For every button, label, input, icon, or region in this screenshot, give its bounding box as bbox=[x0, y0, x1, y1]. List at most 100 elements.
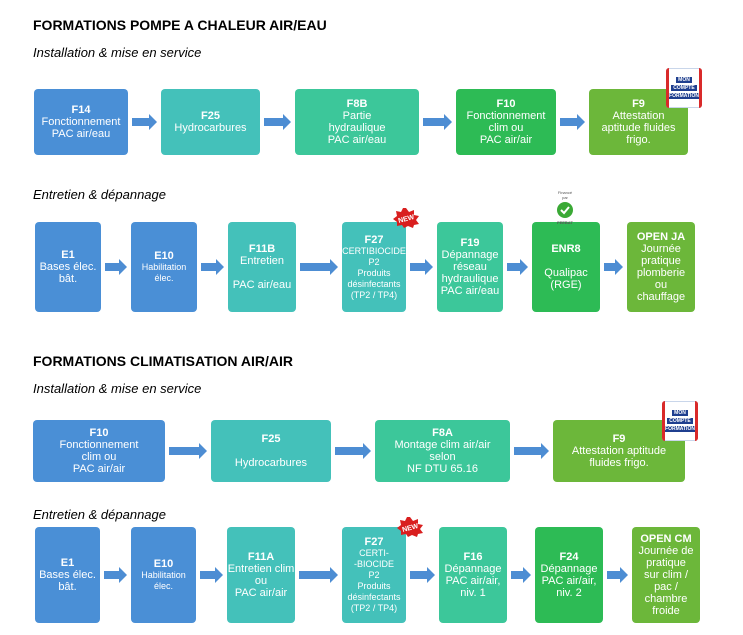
flow-arrow-icon bbox=[410, 259, 433, 275]
course-code: F27 bbox=[364, 536, 384, 548]
badge-text: MON bbox=[676, 77, 692, 83]
flow-arrow-icon bbox=[511, 567, 531, 583]
subtitle-pac-entretien: Entretien & dépannage bbox=[33, 187, 166, 202]
course-description-line: froide bbox=[652, 605, 680, 617]
course-code: F8B bbox=[346, 98, 368, 110]
flow-arrow-icon bbox=[299, 567, 338, 583]
course-description-line: clim ou bbox=[81, 451, 117, 463]
course-description-line: désinfectants bbox=[347, 592, 401, 602]
course-description-line: PAC air/air bbox=[234, 587, 288, 599]
course-description-line: clim ou bbox=[488, 122, 524, 134]
course-description-line: Attestation bbox=[612, 110, 665, 122]
course-description-line: Fonctionnement bbox=[466, 110, 546, 122]
course-description-line: hydraulique bbox=[328, 122, 386, 134]
badge-text: FORMATION bbox=[667, 93, 701, 99]
badge-text: COMPTE bbox=[667, 418, 693, 424]
course-description-line: hydraulique bbox=[441, 273, 499, 285]
course-box-enr8[interactable]: ENR8 Qualipac(RGE) bbox=[532, 222, 600, 312]
course-description-line: plomberie bbox=[636, 267, 686, 279]
course-code: OPEN CM bbox=[640, 533, 692, 545]
new-badge-text: NEW bbox=[402, 523, 420, 534]
course-description-line: selon bbox=[429, 451, 456, 463]
flow-arrow-icon bbox=[335, 443, 371, 459]
section-title-pac: FORMATIONS POMPE A CHALEUR AIR/EAU bbox=[33, 17, 327, 33]
course-description-line: réseau bbox=[453, 261, 487, 273]
course-description-line: Montage clim air/air bbox=[394, 439, 491, 451]
course-code: F8A bbox=[432, 427, 453, 439]
course-description-line: Hydrocarbures bbox=[174, 122, 247, 134]
course-description-line: Hydrocarbures bbox=[234, 457, 308, 469]
course-description-line: ou bbox=[254, 575, 268, 587]
course-code: E10 bbox=[153, 558, 174, 570]
course-description-line: (RGE) bbox=[550, 279, 582, 291]
course-description-line: frigo. bbox=[626, 134, 651, 146]
subtitle-clim-entretien: Entretien & dépannage bbox=[33, 507, 166, 522]
course-code: F25 bbox=[201, 110, 220, 122]
course-description-line: Journée bbox=[641, 243, 681, 255]
course-description-line: ou bbox=[654, 279, 668, 291]
course-description-line: Dépannage bbox=[444, 563, 502, 575]
course-description-line bbox=[564, 255, 567, 267]
course-code: E1 bbox=[61, 249, 75, 261]
feebat-text: FEEBAT bbox=[557, 220, 573, 225]
check-icon bbox=[557, 202, 573, 218]
course-description-line: CERTIBIOCIDE bbox=[342, 245, 406, 256]
feebat-badge: Financé par FEEBAT bbox=[550, 190, 580, 230]
new-badge-icon: NEW bbox=[393, 208, 419, 228]
flow-arrow-icon bbox=[200, 567, 223, 583]
course-description-line: pac / bbox=[654, 581, 678, 593]
course-box-f25[interactable]: F25 Hydrocarbures bbox=[211, 420, 331, 482]
flow-arrow-icon bbox=[201, 259, 224, 275]
course-description-line: (TP2 / TP4) bbox=[350, 603, 398, 613]
course-description-line bbox=[269, 445, 272, 457]
course-description-line: CERTI- bbox=[359, 548, 389, 558]
course-description-line: Entretien bbox=[239, 255, 285, 267]
course-code: F16 bbox=[463, 551, 483, 563]
course-description-line: fluides frigo. bbox=[589, 457, 649, 469]
course-description-line bbox=[260, 267, 263, 279]
subtitle-pac-install: Installation & mise en service bbox=[33, 45, 202, 60]
badge-text: COMPTE bbox=[671, 85, 697, 91]
course-description-line: PAC air/eau bbox=[327, 134, 387, 146]
flow-arrow-icon bbox=[264, 114, 291, 130]
flow-arrow-icon bbox=[507, 259, 528, 275]
course-code: E1 bbox=[60, 557, 75, 569]
course-code: OPEN JA bbox=[636, 231, 686, 243]
course-description-line: Habilitation bbox=[141, 262, 187, 272]
flow-arrow-icon bbox=[300, 259, 338, 275]
course-code: F9 bbox=[612, 433, 626, 445]
course-code: F25 bbox=[261, 433, 281, 445]
course-description-line: NF DTU 65.16 bbox=[407, 463, 478, 475]
course-description-line: Qualipac bbox=[544, 267, 588, 279]
flow-arrow-icon bbox=[560, 114, 585, 130]
course-description-line: (TP2 / TP4) bbox=[350, 289, 398, 300]
course-description-line: Attestation aptitude bbox=[571, 445, 667, 457]
flow-arrow-icon bbox=[105, 259, 127, 275]
course-description-line: Partie bbox=[342, 110, 372, 122]
course-description-line: Habilitation bbox=[141, 570, 186, 580]
course-description-line: PAC air/eau bbox=[440, 285, 500, 297]
course-code: F24 bbox=[559, 551, 579, 563]
course-description-line: niv. 2 bbox=[556, 587, 582, 599]
course-description-line: bât. bbox=[58, 581, 77, 593]
